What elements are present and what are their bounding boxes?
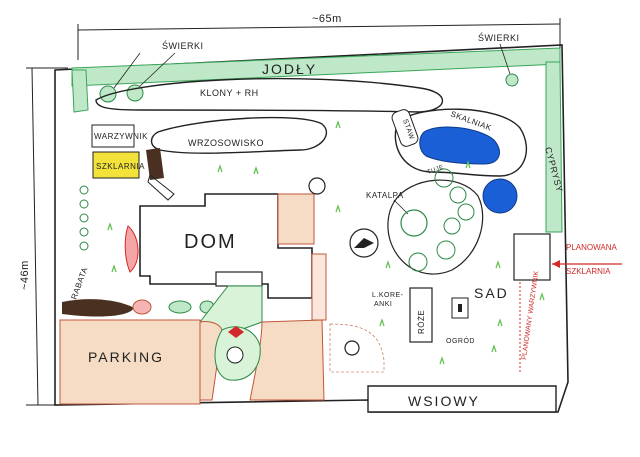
maples-bed <box>95 77 443 113</box>
terrace <box>277 193 315 245</box>
height-label: ~46m <box>19 260 31 290</box>
cypress-hedge <box>545 61 563 233</box>
planned-greenhouse-label-2: SZKLARNIA <box>566 267 611 276</box>
pond-round <box>482 178 518 214</box>
maples-label: KLONY + RH <box>200 88 259 98</box>
house-porch <box>215 271 263 287</box>
rockery <box>394 108 528 177</box>
width-dimension: ~65m <box>77 13 561 60</box>
spruces-label-left: ŚWIERKI <box>162 40 204 51</box>
garden-label: OGRÓD <box>446 336 475 345</box>
vegetable-garden <box>91 124 135 148</box>
catalpa-bed <box>387 179 484 275</box>
pond-stone <box>391 109 419 147</box>
grass-tufts <box>107 120 545 365</box>
planned-vegetable-label: PLANOWANY WARZYWNIK <box>521 270 540 360</box>
parking-label: PARKING <box>88 349 164 365</box>
korean-fir-label-1: L.KORE- <box>372 292 404 299</box>
border-bed-label: RABATA <box>69 266 89 301</box>
left-shrubs <box>79 185 89 251</box>
road-label: WSIOWY <box>408 393 480 409</box>
height-dimension: ~46m <box>19 67 68 406</box>
greenhouse-label: SZKLARNIA <box>96 162 145 171</box>
planned-greenhouse-label-1: PLANOWANA <box>566 243 617 252</box>
vegetable-garden-label: WARZYWNIK <box>94 132 148 141</box>
front-shrubs <box>132 299 215 315</box>
red-flower <box>228 326 244 338</box>
greenhouse <box>92 151 140 179</box>
small-tree-2 <box>344 340 360 356</box>
orchard-label: SAD <box>474 285 509 301</box>
house-label: DOM <box>184 231 237 253</box>
width-label: ~65m <box>312 13 342 25</box>
planned-greenhouse <box>513 233 551 281</box>
road <box>367 385 557 413</box>
rose-label: RÓŻE <box>417 310 426 334</box>
spruces-label-right: ŚWIERKI <box>478 32 520 43</box>
rose-bed <box>409 287 433 343</box>
catalpa-label: KATALPA <box>366 191 404 200</box>
parking-area <box>59 319 201 405</box>
korean-fir-label-2: ANKI <box>374 301 392 308</box>
entry-path-right <box>249 319 325 401</box>
shrub-brown-bottom <box>62 299 134 317</box>
thuja-shrubs <box>400 168 475 272</box>
side-terrace <box>311 253 327 321</box>
firs-label: JODŁY <box>262 61 317 77</box>
pond <box>419 126 500 165</box>
small-tree <box>308 177 326 195</box>
front-fountain <box>226 346 244 364</box>
flower-bed-left <box>124 225 139 273</box>
shrub-brown-top <box>146 148 164 180</box>
thuja-label: TUJE <box>427 164 445 175</box>
heather-label: WRZOSOWISKO <box>188 138 264 148</box>
left-hedge <box>71 69 89 113</box>
